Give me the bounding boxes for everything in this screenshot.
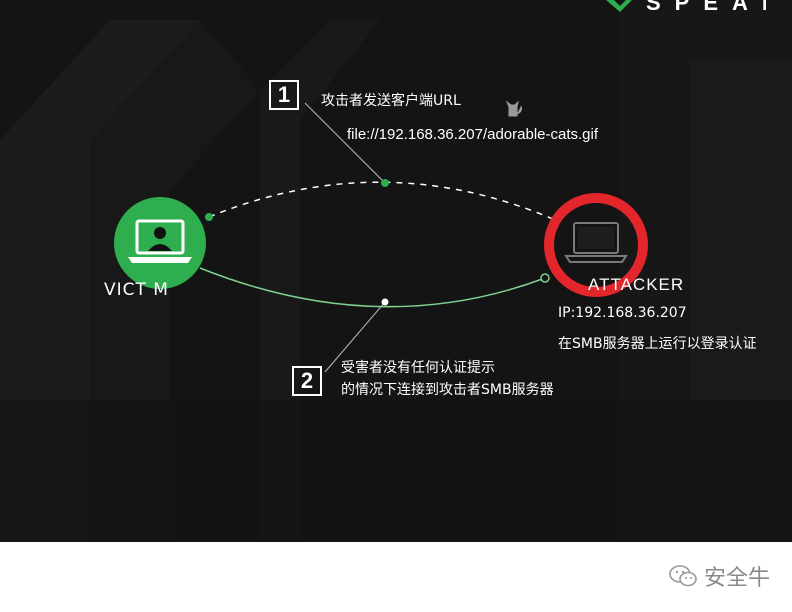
diagram-canvas: SPEAR VICT M ATTACKER IP:192.168.36.207 … [0, 0, 792, 542]
attacker-label: ATTACKER [588, 275, 685, 294]
brand-logo: SPEAR [606, 0, 766, 14]
attacker-ip: IP:192.168.36.207 [558, 305, 687, 321]
attacker-dot [540, 273, 550, 283]
background-pattern [0, 0, 792, 542]
victim-label: VICT M [104, 280, 169, 300]
victim-laptop-icon [114, 197, 206, 289]
request-midpoint-dot [381, 179, 389, 187]
wechat-watermark: 安全牛 [668, 560, 770, 592]
step1-title: 攻击者发送客户端URL [321, 93, 461, 109]
connection-lines [199, 102, 561, 373]
step2-leader-line [324, 301, 386, 373]
dashed-request-line [208, 181, 561, 223]
wechat-account-name: 安全牛 [703, 566, 770, 591]
step2-number-box: 2 [292, 366, 322, 396]
step2-line1: 受害者没有任何认证提示 [341, 360, 495, 376]
step1-url: file://192.168.36.207/adorable-cats.gif [347, 126, 599, 143]
step1-leader-line [304, 102, 386, 184]
cat-icon [505, 100, 522, 117]
wechat-icon [669, 565, 697, 587]
smb-connection-line [199, 267, 546, 308]
step2-line2: 的情况下连接到攻击者SMB服务器 [341, 382, 554, 398]
attacker-description: 在SMB服务器上运行以登录认证 [558, 336, 757, 352]
victim-dot [205, 213, 213, 221]
step1-number-box: 1 [269, 80, 299, 110]
attacker-laptop-icon [544, 193, 648, 297]
brand-text: SPEAR [646, 0, 766, 14]
connection-midpoint-dot [381, 298, 389, 306]
footer: 安全牛 [0, 542, 792, 612]
